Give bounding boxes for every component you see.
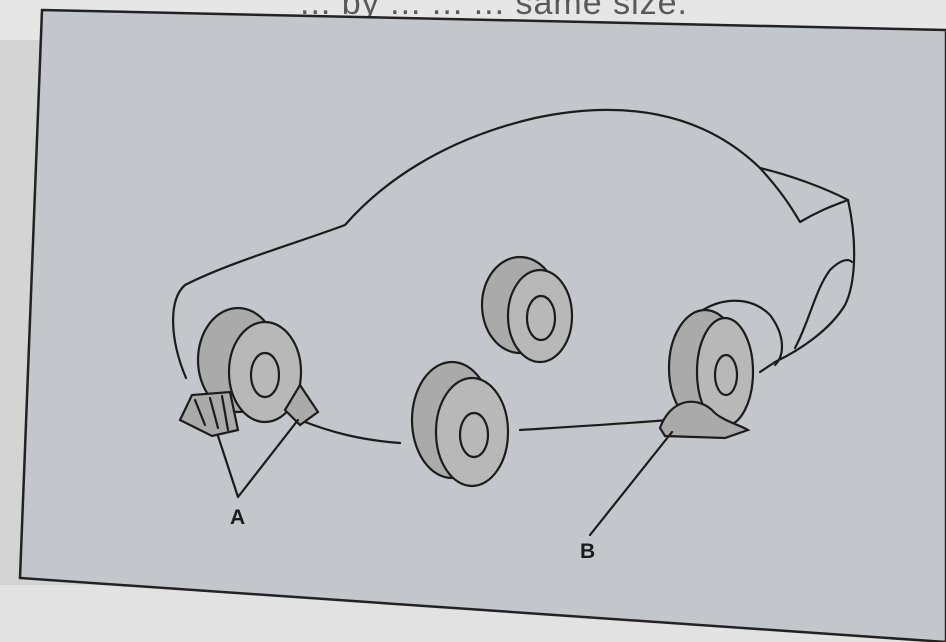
callout-b-label: B [580,540,595,563]
callout-a-label: A [230,506,245,529]
figure-frame [20,10,946,642]
